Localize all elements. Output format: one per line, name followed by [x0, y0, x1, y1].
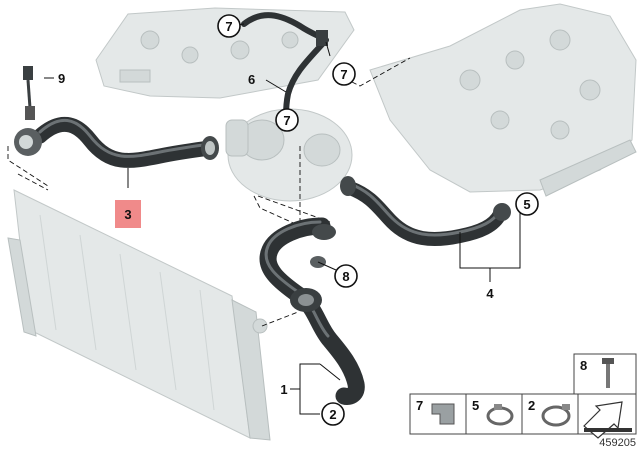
callout-7-top-label: 7 — [225, 19, 232, 34]
hose-4 — [340, 176, 511, 247]
callout-7-top: 7 — [217, 14, 241, 38]
callout-9-label: 9 — [58, 71, 65, 86]
callout-7-right: 7 — [332, 62, 356, 86]
hose-3 — [14, 116, 219, 168]
callout-8-label: 8 — [342, 269, 349, 284]
callout-8: 8 — [334, 264, 358, 288]
callout-1: 1 — [280, 382, 287, 397]
arrow-icon — [583, 401, 632, 439]
callout-7-middle-label: 7 — [283, 113, 290, 128]
hose-1 — [259, 217, 365, 405]
callout-2-label: 2 — [329, 407, 336, 422]
callout-5-label: 5 — [523, 197, 530, 212]
callout-7-middle: 7 — [275, 108, 299, 132]
dashed-guides — [7, 57, 411, 327]
clip-icon — [431, 403, 455, 425]
callout-4: 4 — [486, 286, 494, 301]
legend-item-5-label: 5 — [472, 398, 479, 413]
figure-id: 459205 — [599, 437, 636, 449]
hose-clamp-small-icon — [486, 404, 514, 426]
callout-3-highlighted: 3 — [115, 200, 141, 228]
parts-legend: 8 7 5 2 — [409, 353, 637, 439]
legend-item-7-label: 7 — [416, 398, 423, 413]
callout-2: 2 — [321, 402, 345, 426]
sensor-9 — [23, 66, 35, 120]
radiator-ghost — [7, 189, 271, 441]
callout-6-label: 6 — [248, 72, 255, 87]
callout-5: 5 — [515, 192, 539, 216]
legend-item-2-label: 2 — [528, 398, 535, 413]
hose-clamp-large-icon — [541, 404, 571, 427]
highlight-box — [115, 200, 141, 228]
hose-6 — [241, 12, 329, 119]
callout-7-right-label: 7 — [340, 67, 347, 82]
callout-1-label: 1 — [280, 382, 287, 397]
callout-6: 6 — [248, 72, 255, 87]
engine-block-left-ghost — [95, 7, 355, 99]
engine-block-right-ghost — [369, 3, 637, 197]
legend-item-8-label: 8 — [580, 358, 587, 373]
bolt-icon — [602, 358, 614, 388]
callout-3-label: 3 — [124, 207, 131, 222]
callout-4-label: 4 — [486, 286, 494, 301]
callout-9: 9 — [58, 71, 65, 86]
